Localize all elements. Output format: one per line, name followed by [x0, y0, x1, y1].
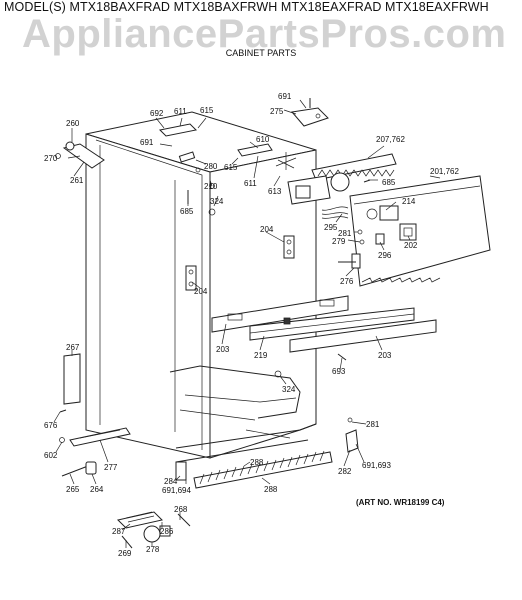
roller-264	[61, 461, 97, 477]
callout-203-right: 203	[378, 351, 392, 360]
hinge-275	[291, 98, 329, 127]
leader-lines	[53, 99, 441, 548]
callout-284: 284	[164, 477, 178, 486]
callout-265: 265	[66, 485, 80, 494]
callout-676: 676	[44, 421, 58, 430]
callout-615-top: 615	[200, 106, 214, 115]
callout-691-top: 691	[278, 92, 292, 101]
callout-610: 610	[256, 135, 270, 144]
callout-613: 613	[268, 187, 282, 196]
wiring-harness-295	[321, 206, 385, 269]
duct-207	[311, 153, 397, 181]
callout-270: 270	[44, 154, 58, 163]
grille-288	[193, 450, 333, 489]
bracket-204-right	[283, 235, 295, 259]
bracket-284	[175, 461, 187, 481]
callout-691-left: 691	[140, 138, 154, 147]
callout-279: 279	[332, 237, 346, 246]
rail-203-lower	[289, 319, 437, 353]
callout-275: 275	[270, 107, 284, 116]
panel-267	[63, 353, 81, 405]
callout-204-left: 204	[194, 287, 208, 296]
callout-277: 277	[104, 463, 118, 472]
callout-280: 280	[204, 162, 218, 171]
callout-207-762: 207,762	[376, 135, 405, 144]
small-parts-280	[178, 151, 215, 200]
callout-288-mid: 288	[250, 458, 264, 467]
callout-693: 693	[332, 367, 346, 376]
bottom-hinge-277	[69, 427, 131, 447]
section-title: CABINET PARTS	[225, 48, 297, 58]
bracket-204-left	[185, 265, 197, 291]
cabinet-shell	[85, 111, 317, 463]
callout-288-low: 288	[264, 485, 278, 494]
callout-267: 267	[66, 343, 80, 352]
callout-203-left: 203	[216, 345, 230, 354]
callout-287: 287	[112, 527, 126, 536]
callout-219: 219	[254, 351, 268, 360]
callout-214: 214	[402, 197, 416, 206]
callout-685-left: 685	[180, 207, 194, 216]
art-number: (ART NO. WR18199 C4)	[356, 498, 445, 507]
fan-assembly-613	[275, 152, 350, 205]
callout-611-mid: 611	[244, 179, 257, 188]
callout-264: 264	[90, 485, 104, 494]
callout-204-right: 204	[260, 225, 274, 234]
leveler-287	[117, 511, 191, 549]
callout-296: 296	[378, 251, 392, 260]
callout-324-top: 324	[210, 197, 224, 206]
callout-labels: 691 275 692 611 615 260 610 691 207,762 …	[44, 92, 459, 558]
rail-219	[249, 307, 415, 341]
callout-260: 260	[66, 119, 80, 128]
callout-295: 295	[324, 223, 338, 232]
callout-691-694: 691,694	[162, 486, 191, 495]
callout-276: 276	[340, 277, 354, 286]
control-housing-201	[349, 175, 491, 287]
callout-261: 261	[70, 176, 84, 185]
callout-691-693: 691,693	[362, 461, 391, 470]
callout-615-mid: 615	[224, 163, 238, 172]
callout-602: 602	[44, 451, 58, 460]
callout-685-top: 685	[382, 178, 396, 187]
callout-269: 269	[118, 549, 132, 558]
callout-202: 202	[404, 241, 418, 250]
callout-692: 692	[150, 109, 164, 118]
callout-281-mid: 281	[338, 229, 352, 238]
callout-201-762: 201,762	[430, 167, 459, 176]
watermark: AppliancePartsPros.com	[22, 12, 507, 56]
callout-282: 282	[338, 467, 352, 476]
callout-611-top: 611	[174, 107, 187, 116]
callout-278: 278	[146, 545, 160, 554]
callout-210: 210	[204, 182, 218, 191]
callout-286: 286	[160, 527, 174, 536]
callout-324-mid: 324	[282, 385, 296, 394]
bracket-282	[345, 417, 359, 453]
model-list: MODEL(S) MTX18BAXFRAD MTX18BAXFRWH MTX18…	[4, 0, 489, 14]
callout-268: 268	[174, 505, 188, 514]
hinge-260	[55, 141, 105, 169]
rail-203-upper	[211, 295, 349, 333]
callout-281-low: 281	[366, 420, 380, 429]
